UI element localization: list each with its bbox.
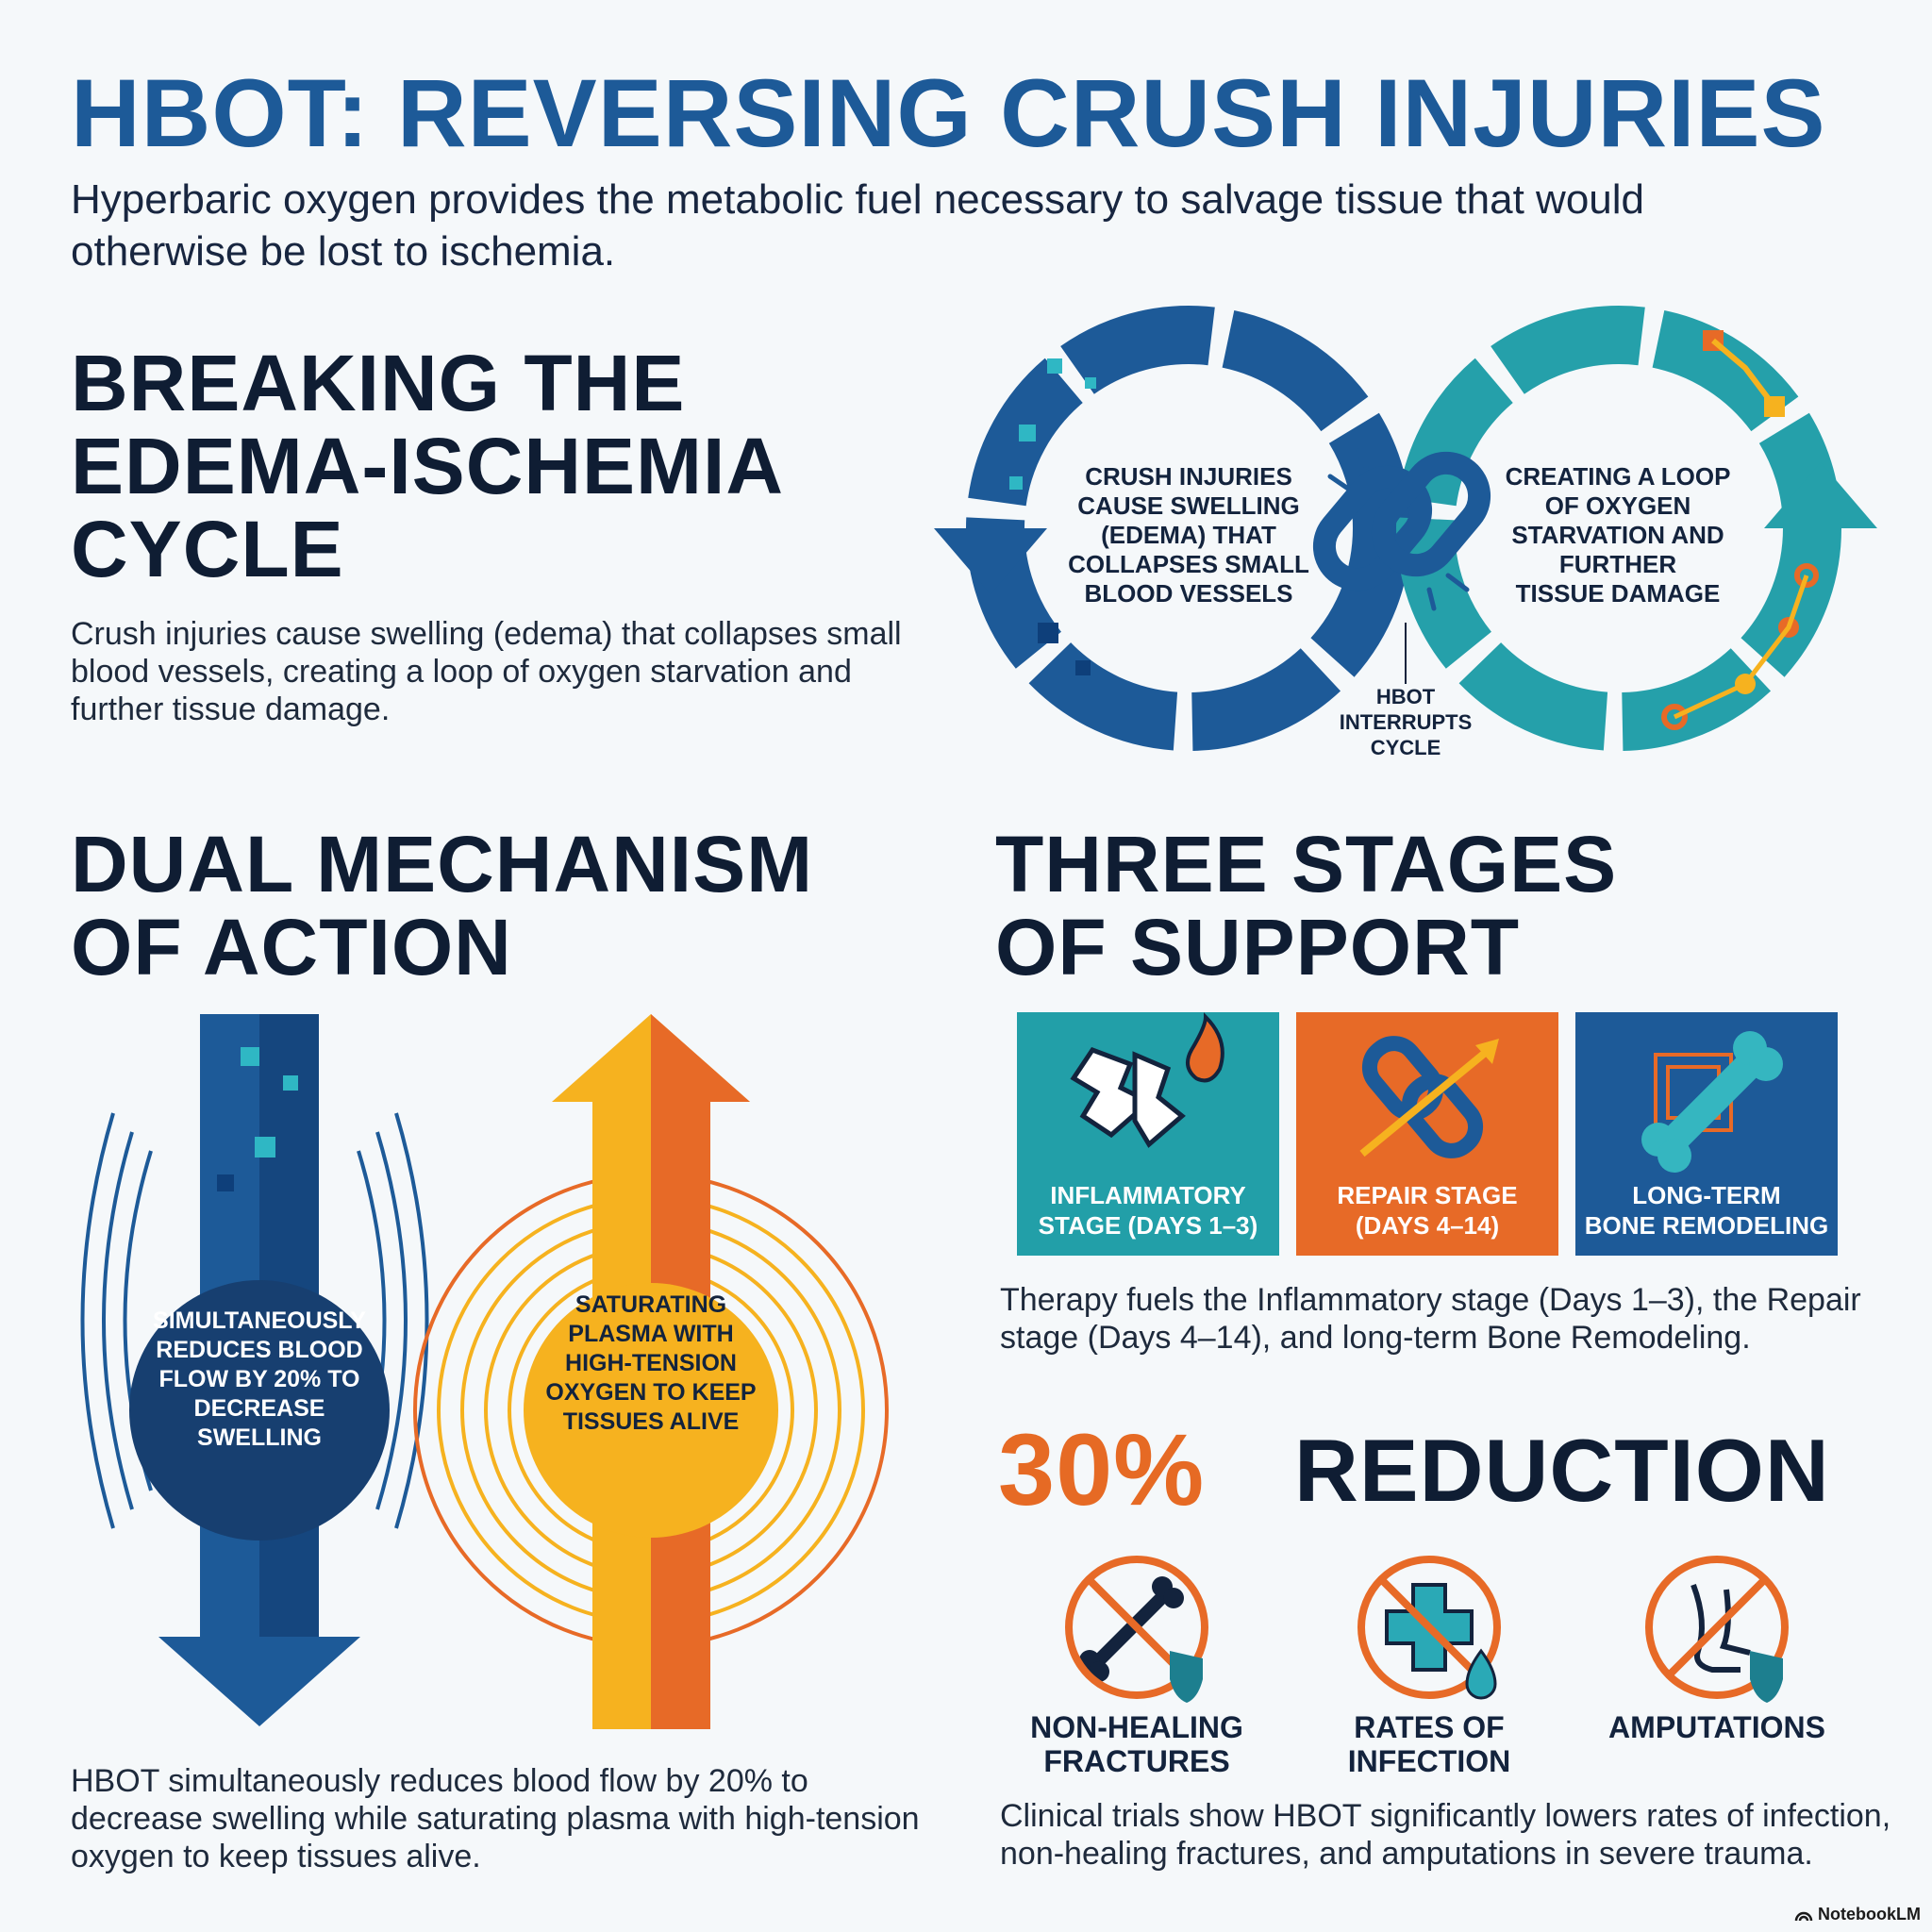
stage-label: LONG-TERM BONE REMODELING: [1584, 1181, 1829, 1240]
down-label-circle: [129, 1280, 390, 1541]
mechanism-diagram: [80, 1014, 889, 1729]
stages-description: Therapy fuels the Inflammatory stage (Da…: [1000, 1282, 1861, 1356]
notebooklm-logo-icon: [1794, 1911, 1813, 1921]
stages-heading-line: THREE STAGES: [995, 820, 1618, 908]
cycle-heading-line: CYCLE: [71, 505, 344, 593]
up-arrow-label: SATURATING PLASMA WITH HIGH-TENSION OXYG…: [545, 1291, 757, 1435]
reduction-description: Clinical trials show HBOT significantly …: [1000, 1798, 1891, 1872]
pixel-decoration: [1009, 358, 1096, 675]
stages-heading-line: OF SUPPORT: [995, 903, 1521, 991]
outcome-label: RATES OF INFECTION: [1347, 1710, 1511, 1778]
down-arrowhead: [158, 1637, 360, 1726]
reduction-word: REDUCTION: [1294, 1421, 1830, 1520]
down-arrow-label: SIMULTANEOUSLY REDUCES BLOOD FLOW BY 20%…: [153, 1307, 366, 1451]
no-amputation-icon: [1645, 1556, 1789, 1703]
cycle-center-label: HBOT INTERRUPTS CYCLE: [1339, 685, 1473, 759]
page-subtitle: Hyperbaric oxygen provides the metabolic…: [71, 176, 1645, 275]
cycle-description: Crush injuries cause swelling (edema) th…: [71, 616, 902, 727]
no-fracture-icon: [1065, 1556, 1208, 1703]
mechanism-heading: DUAL MECHANISM OF ACTION: [71, 823, 813, 989]
left-cycle-arrowhead: [934, 528, 1047, 594]
chain-link-growth-icon: [1359, 1036, 1499, 1158]
pixel-decoration: [217, 1047, 298, 1191]
stage-label: REPAIR STAGE (DAYS 4–14): [1337, 1181, 1518, 1240]
stages-heading: THREE STAGES OF SUPPORT: [995, 823, 1617, 989]
brand-name: NotebookLM: [1818, 1905, 1921, 1924]
mechanism-heading-line: DUAL MECHANISM: [71, 820, 814, 908]
right-cycle-arrowhead: [1764, 462, 1877, 528]
outcome-label: NON-HEALING FRACTURES: [1030, 1710, 1243, 1778]
cycle-heading-line: EDEMA-ISCHEMIA: [71, 422, 785, 510]
cycle-right-label: CREATING A LOOP OF OXYGEN STARVATION AND…: [1505, 462, 1731, 608]
stage-card-inflammatory: INFLAMMATORY STAGE (DAYS 1–3): [1017, 1012, 1279, 1256]
broken-tissue-flame-icon: [1070, 1012, 1224, 1148]
page-title: HBOT: REVERSING CRUSH INJURIES: [71, 59, 1826, 167]
stage-label: INFLAMMATORY STAGE (DAYS 1–3): [1038, 1181, 1258, 1240]
network-decoration: [1661, 330, 1819, 730]
cycle-left-label: CRUSH INJURIES CAUSE SWELLING (EDEMA) TH…: [1068, 462, 1309, 608]
stage-card-bone: LONG-TERM BONE REMODELING: [1575, 1012, 1838, 1256]
up-label-circle: [524, 1283, 778, 1538]
stage-card-repair: REPAIR STAGE (DAYS 4–14): [1296, 1012, 1558, 1256]
broken-chain-icon: [1312, 448, 1491, 611]
brand-watermark: NotebookLM: [1794, 1905, 1921, 1924]
cycle-heading-line: BREAKING THE: [71, 339, 686, 427]
mechanism-heading-line: OF ACTION: [71, 903, 512, 991]
cycle-heading: BREAKING THE EDEMA-ISCHEMIA CYCLE: [71, 341, 784, 591]
mechanism-description: HBOT simultaneously reduces blood flow b…: [71, 1763, 920, 1874]
outcome-label: AMPUTATIONS: [1608, 1710, 1825, 1744]
reduction-percent: 30%: [998, 1412, 1206, 1526]
bone-icon: [1641, 1031, 1783, 1173]
cycle-diagram: [934, 306, 1877, 751]
no-infection-icon: [1357, 1556, 1501, 1700]
